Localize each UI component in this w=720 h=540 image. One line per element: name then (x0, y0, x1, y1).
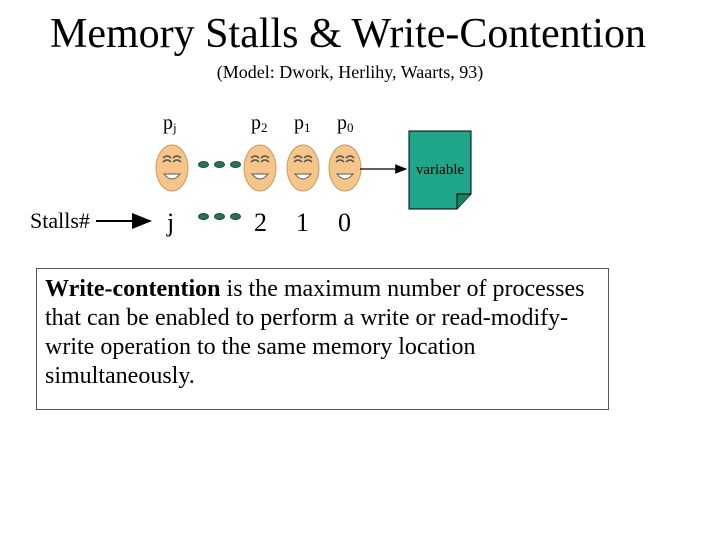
variable-note-icon (408, 130, 472, 210)
memory-variable: variable (408, 130, 472, 210)
definition-text: is the maximum number of processes that … (45, 276, 585, 389)
process-label-p1: p1 (294, 112, 311, 135)
stalls-label: Stalls# (30, 208, 90, 233)
process-face-icon (328, 144, 362, 192)
stall-count-pj: j (167, 208, 175, 237)
process-label-pj: pj (163, 112, 177, 135)
slide-subtitle: (Model: Dwork, Herlihy, Waarts, 93) (216, 62, 484, 82)
process-label-p0: p0 (337, 112, 354, 135)
definition-box: Write-contention is the maximum number o… (36, 268, 609, 410)
process-face-icon (155, 144, 189, 192)
process-label-p2: p2 (251, 112, 268, 135)
variable-label: variable (415, 162, 465, 178)
stall-count-p2: 2 (254, 208, 267, 237)
stall-count-p1: 1 (296, 208, 309, 237)
definition-term: Write-contention (45, 276, 221, 302)
process-face-icon (243, 144, 277, 192)
process-face-icon (286, 144, 320, 192)
slide-title: Memory Stalls & Write-Contention (50, 11, 646, 57)
stall-count-p0: 0 (338, 208, 351, 237)
